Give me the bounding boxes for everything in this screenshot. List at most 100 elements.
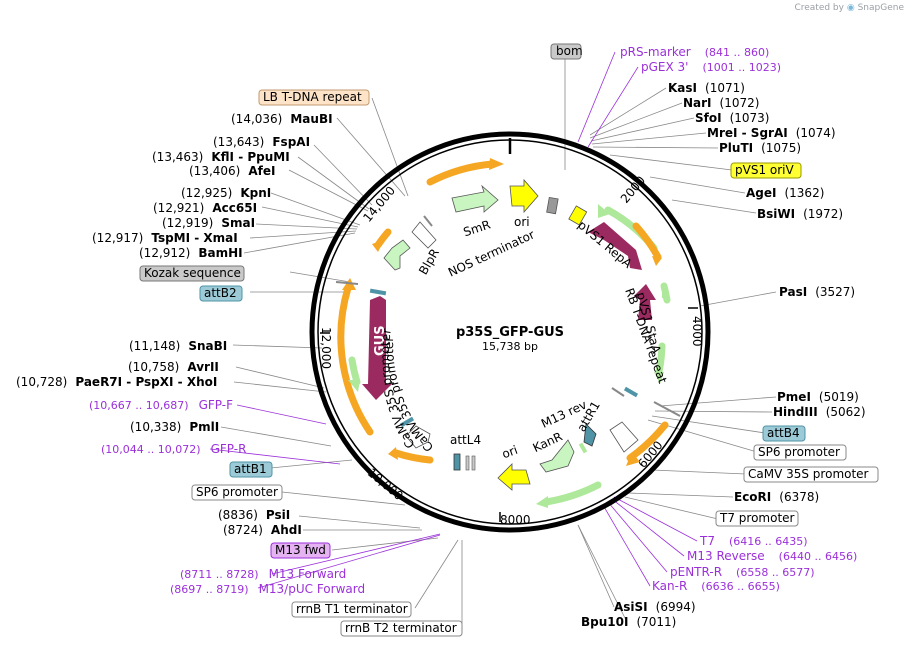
site-snabi[interactable]: (11,148)SnaBI bbox=[129, 339, 227, 353]
tick-12000: 12,000 bbox=[319, 327, 333, 369]
svg-text:MreI - SgrAI(1074): MreI - SgrAI(1074) bbox=[707, 126, 836, 140]
blpr-arrow bbox=[383, 239, 411, 271]
site-kfli-ppumi[interactable]: (13,463)KflI - PpuMI bbox=[152, 150, 290, 164]
site-avrii[interactable]: (10,758)AvrII bbox=[128, 360, 219, 374]
outer-arrowheads bbox=[342, 158, 670, 508]
site-fspai[interactable]: (13,643)FspAI bbox=[213, 135, 310, 149]
svg-text:T7(6416 .. 6435): T7(6416 .. 6435) bbox=[699, 534, 808, 548]
svg-text:(8697 .. 8719)M13/pUC Forward: (8697 .. 8719)M13/pUC Forward bbox=[170, 582, 365, 596]
site-pasi[interactable]: PasI(3527) bbox=[779, 285, 855, 299]
svg-text:(14,036)MauBI: (14,036)MauBI bbox=[231, 112, 333, 126]
minor-ticks bbox=[320, 307, 698, 522]
site-agei[interactable]: AgeI(1362) bbox=[746, 186, 824, 200]
box-pvs1-oriv[interactable]: pVS1 oriV bbox=[730, 162, 802, 179]
arc-pvs1-orange bbox=[632, 222, 662, 261]
primer-prs-marker[interactable]: pRS-marker(841 .. 860) bbox=[620, 45, 769, 59]
primer-m13-forward[interactable]: (8711 .. 8728)M13 Forward bbox=[180, 567, 346, 581]
site-pluti[interactable]: PluTI(1075) bbox=[719, 141, 801, 155]
site-acc65i[interactable]: (12,921)Acc65I bbox=[153, 201, 257, 215]
box-rrnb-t1[interactable]: rrnB T1 terminator bbox=[291, 601, 412, 618]
ori-bottom-label: ori bbox=[500, 443, 519, 461]
site-ecori[interactable]: EcoRI(6378) bbox=[734, 490, 819, 504]
svg-text:T7 promoter: T7 promoter bbox=[719, 511, 795, 525]
attl4-small-b bbox=[471, 455, 476, 471]
site-mrei-sgrai[interactable]: MreI - SgrAI(1074) bbox=[707, 126, 836, 140]
box-m13fwd[interactable]: M13 fwd bbox=[270, 542, 331, 559]
credit-prefix: Created by bbox=[794, 3, 844, 13]
svg-text:(13,643)FspAI: (13,643)FspAI bbox=[213, 135, 310, 149]
primer-pentr-r[interactable]: pENTR-R(6558 .. 6577) bbox=[670, 565, 815, 579]
primer-m13-puc-forward[interactable]: (8697 .. 8719)M13/pUC Forward bbox=[170, 582, 365, 596]
attb4-mark bbox=[623, 386, 639, 398]
kanr-arrow bbox=[539, 439, 575, 473]
bom-rect bbox=[546, 196, 559, 215]
site-smai[interactable]: (12,919)SmaI bbox=[162, 216, 255, 230]
site-pmei[interactable]: PmeI(5019) bbox=[777, 390, 859, 404]
svg-text:(13,463)KflI - PpuMI: (13,463)KflI - PpuMI bbox=[152, 150, 290, 164]
site-sfoi[interactable]: SfoI(1073) bbox=[695, 111, 769, 125]
svg-text:attB4: attB4 bbox=[767, 426, 800, 440]
site-bamhi[interactable]: (12,912)BamHI bbox=[139, 246, 243, 260]
site-ahdi[interactable]: (8724)AhdI bbox=[223, 523, 302, 537]
attb2-mark bbox=[369, 288, 387, 296]
box-bom[interactable]: bom bbox=[550, 43, 583, 60]
svg-text:(11,148)SnaBI: (11,148)SnaBI bbox=[129, 339, 227, 353]
primer-kan-r[interactable]: Kan-R(6636 .. 6655) bbox=[652, 579, 780, 593]
site-maubi[interactable]: (14,036)MauBI bbox=[231, 112, 333, 126]
sites-right: KasI(1071) NarI(1072) SfoI(1073) MreI - … bbox=[581, 81, 866, 629]
svg-text:BsiWI(1972): BsiWI(1972) bbox=[757, 207, 843, 221]
svg-text:SP6 promoter: SP6 promoter bbox=[758, 445, 840, 459]
box-camv-right[interactable]: CaMV 35S promoter bbox=[743, 466, 879, 483]
site-asisi[interactable]: AsiSI(6994) bbox=[614, 600, 696, 614]
site-tspmi-xmai[interactable]: (12,917)TspMI - XmaI bbox=[92, 231, 238, 245]
smr-arrow bbox=[451, 184, 499, 213]
box-attb1[interactable]: attB1 bbox=[229, 461, 273, 478]
svg-text:Bpu10I(7011): Bpu10I(7011) bbox=[581, 615, 676, 629]
attl4-label: attL4 bbox=[450, 433, 481, 447]
site-afei[interactable]: (13,406)AfeI bbox=[189, 164, 275, 178]
site-nari[interactable]: NarI(1072) bbox=[683, 96, 759, 110]
site-bsiwi[interactable]: BsiWI(1972) bbox=[757, 207, 843, 221]
svg-text:SfoI(1073): SfoI(1073) bbox=[695, 111, 769, 125]
svg-text:HindIII(5062): HindIII(5062) bbox=[773, 405, 866, 419]
svg-text:SP6 promoter: SP6 promoter bbox=[196, 485, 278, 499]
camv-arrow bbox=[405, 425, 431, 449]
arc-kanr-outer bbox=[542, 481, 602, 506]
site-psii[interactable]: (8836)PsiI bbox=[218, 508, 290, 522]
attr1-rect bbox=[583, 423, 597, 447]
primer-t7[interactable]: T7(6416 .. 6435) bbox=[699, 534, 808, 548]
arc-left-green bbox=[348, 356, 361, 386]
ori-top-arrow bbox=[509, 178, 539, 214]
blpr-label: BlpR bbox=[416, 246, 442, 277]
site-kpni[interactable]: (12,925)KpnI bbox=[181, 186, 271, 200]
box-sp6-left[interactable]: SP6 promoter bbox=[191, 484, 283, 501]
pvs1-repa-arrow bbox=[588, 222, 642, 270]
site-bpu10i[interactable]: Bpu10I(7011) bbox=[581, 615, 676, 629]
box-lb-tdna[interactable]: LB T-DNA repeat bbox=[258, 89, 370, 106]
primer-m13-reverse[interactable]: M13 Reverse(6440 .. 6456) bbox=[687, 549, 857, 563]
svg-text:PmeI(5019): PmeI(5019) bbox=[777, 390, 859, 404]
site-kasi[interactable]: KasI(1071) bbox=[668, 81, 745, 95]
primer-gfp-f[interactable]: (10,667 .. 10,687)GFP-F bbox=[89, 398, 233, 412]
site-paer7i-pspxi-xhoi[interactable]: (10,728)PaeR7I - PspXI - XhoI bbox=[16, 375, 217, 389]
svg-text:pENTR-R(6558 .. 6577): pENTR-R(6558 .. 6577) bbox=[670, 565, 815, 579]
site-hindiii[interactable]: HindIII(5062) bbox=[773, 405, 866, 419]
site-pmli[interactable]: (10,338)PmlI bbox=[130, 420, 219, 434]
box-t7-promoter[interactable]: T7 promoter bbox=[715, 510, 799, 527]
svg-text:(12,921)Acc65I: (12,921)Acc65I bbox=[153, 201, 257, 215]
attl4-rect bbox=[453, 453, 461, 471]
primer-gfp-r[interactable]: (10,044 .. 10,072)GFP-R bbox=[101, 442, 246, 456]
svg-text:(12,925)KpnI: (12,925)KpnI bbox=[181, 186, 271, 200]
box-sp6-right[interactable]: SP6 promoter bbox=[753, 444, 847, 461]
feature-boxes: bom LB T-DNA repeat Kozak sequence attB2… bbox=[139, 43, 879, 637]
primer-pgex3[interactable]: pGEX 3'(1001 .. 1023) bbox=[641, 60, 781, 74]
primer-leaders bbox=[209, 51, 698, 589]
box-rrnb-t2[interactable]: rrnB T2 terminator bbox=[340, 620, 463, 637]
box-attb4[interactable]: attB4 bbox=[762, 425, 806, 442]
svg-text:PasI(3527): PasI(3527) bbox=[779, 285, 855, 299]
svg-text:LB T-DNA repeat: LB T-DNA repeat bbox=[263, 90, 362, 104]
box-attb2[interactable]: attB2 bbox=[199, 285, 243, 302]
svg-text:Kozak sequence: Kozak sequence bbox=[144, 266, 241, 280]
box-kozak[interactable]: Kozak sequence bbox=[139, 265, 245, 282]
smr-label: SmR bbox=[462, 217, 493, 239]
